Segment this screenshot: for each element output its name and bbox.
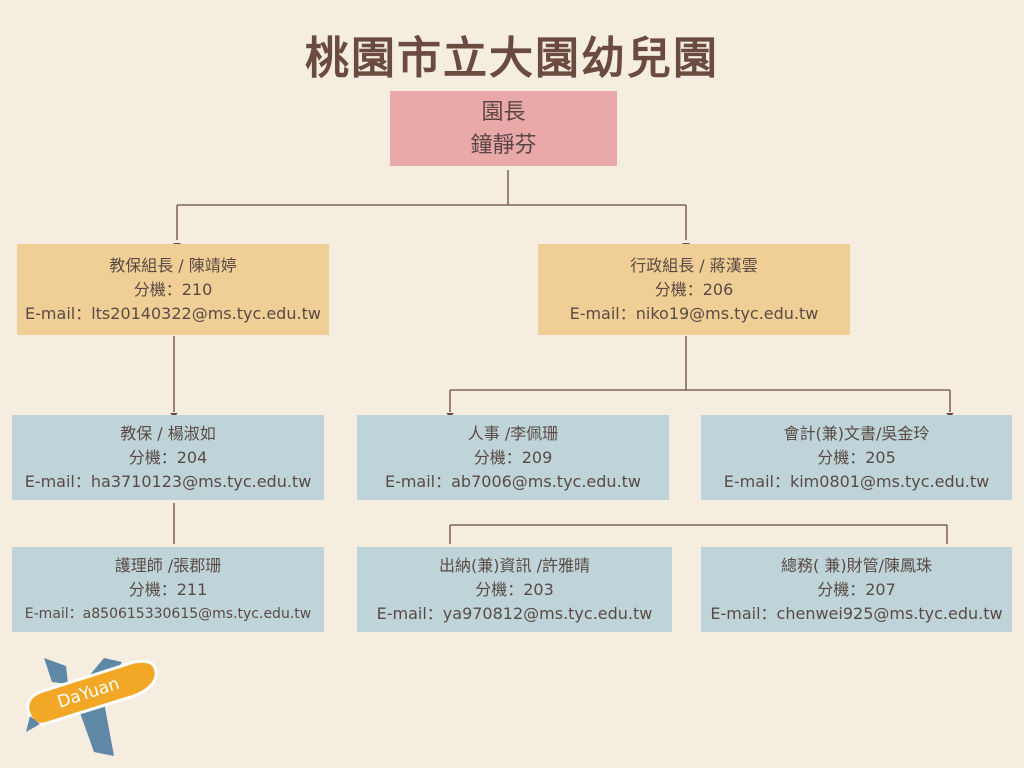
hr-email: E-mail：ab7006@ms.tyc.edu.tw [384,471,642,491]
accounting-ext: 分機：205 [817,447,896,467]
principal-box: 園長 鐘靜芬 [390,91,617,166]
accounting-email: E-mail：kim0801@ms.tyc.edu.tw [723,471,990,491]
logo-tail-fin [26,716,40,732]
teacher-box: 教保 / 楊淑如 分機：204 E-mail：ha3710123@ms.tyc.… [12,415,324,500]
education-leader-box: 教保組長 / 陳靖婷 分機：210 E-mail：lts20140322@ms.… [17,244,329,335]
nurse-box: 護理師 /張郡珊 分機：211 E-mail：a850615330615@ms.… [12,547,324,632]
cashier-email: E-mail：ya970812@ms.tyc.edu.tw [376,603,653,623]
education-leader-email: E-mail：lts20140322@ms.tyc.edu.tw [25,303,321,323]
page-title: 桃園市立大園幼兒園 [305,33,719,84]
airplane-logo: DaYuan [26,658,158,756]
cashier-box: 出納(兼)資訊 /許雅晴 分機：203 E-mail：ya970812@ms.t… [357,547,672,632]
admin-leader-box: 行政組長 / 蔣漢雲 分機：206 E-mail：niko19@ms.tyc.e… [538,244,850,335]
education-leader-ext: 分機：210 [133,279,213,299]
hr-heading: 人事 /李佩珊 [467,423,559,443]
general-affairs-heading: 總務( 兼)財管/陳鳳珠 [781,555,932,575]
admin-leader-heading: 行政組長 / 蔣漢雲 [630,255,758,275]
principal-name: 鐘靜芬 [470,132,537,158]
general-affairs-box: 總務( 兼)財管/陳鳳珠 分機：207 E-mail：chenwei925@ms… [701,547,1012,632]
general-affairs-email: E-mail：chenwei925@ms.tyc.edu.tw [710,603,1003,623]
teacher-ext: 分機：204 [128,447,208,467]
teacher-email: E-mail：ha3710123@ms.tyc.edu.tw [24,471,312,491]
nurse-email: E-mail：a850615330615@ms.tyc.edu.tw [24,605,312,622]
teacher-heading: 教保 / 楊淑如 [120,423,216,443]
accounting-box: 會計(兼)文書/吳金玲 分機：205 E-mail：kim0801@ms.tyc… [701,415,1012,500]
admin-leader-email: E-mail：niko19@ms.tyc.edu.tw [569,303,819,323]
nurse-heading: 護理師 /張郡珊 [114,555,222,575]
hr-ext: 分機：209 [473,447,553,467]
general-affairs-ext: 分機：207 [817,579,896,599]
cashier-ext: 分機：203 [475,579,554,599]
education-leader-heading: 教保組長 / 陳靖婷 [109,255,237,275]
logo-tail-wing [44,658,68,684]
accounting-heading: 會計(兼)文書/吳金玲 [783,423,930,443]
cashier-heading: 出納(兼)資訊 /許雅晴 [439,555,590,575]
hr-box: 人事 /李佩珊 分機：209 E-mail：ab7006@ms.tyc.edu.… [357,415,669,500]
principal-role: 園長 [481,99,526,125]
nurse-ext: 分機：211 [128,579,208,599]
admin-leader-ext: 分機：206 [654,279,734,299]
